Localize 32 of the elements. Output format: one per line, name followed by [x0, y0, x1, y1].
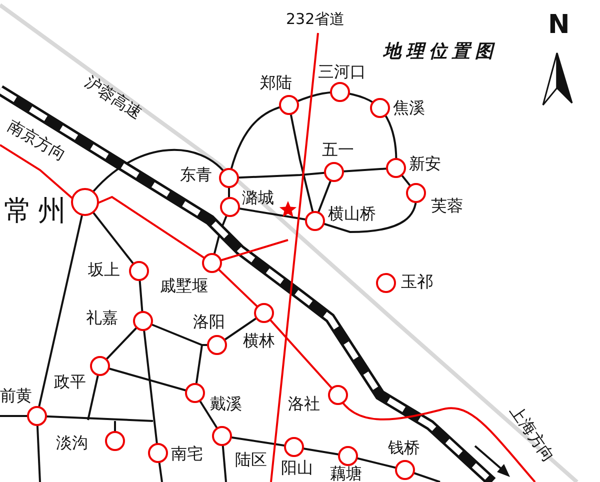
map-title: 地理位置图 [383, 42, 498, 61]
place-label: 洛阳 [193, 312, 225, 331]
place-label: 焦溪 [393, 98, 425, 117]
place-label: 政平 [54, 372, 86, 391]
place-label: 东青 [180, 165, 212, 184]
place-label: 芙蓉 [431, 196, 463, 215]
direction-label: 上海方向 [506, 402, 559, 466]
city-label: 常州 [4, 195, 72, 227]
place-label: 三河口 [318, 62, 366, 81]
road-label: 沪蓉高速 [82, 72, 146, 123]
place-label: 戴溪 [210, 394, 242, 413]
place-label: 横林 [243, 331, 275, 350]
place-label: 阳山 [281, 458, 313, 477]
place-label: 五一 [322, 140, 354, 159]
place-label: 玉祁 [401, 272, 433, 291]
place-label: 坂上 [88, 260, 120, 279]
direction-label: 南京方向 [4, 116, 70, 164]
place-label: 新安 [409, 154, 441, 173]
compass-letter: N [548, 16, 570, 35]
place-label: 钱桥 [388, 438, 420, 457]
road-label: 232省道 [286, 10, 345, 29]
place-label: 藕塘 [330, 464, 362, 482]
place-label: 前黄 [0, 386, 32, 405]
place-label: 南宅 [171, 444, 203, 463]
place-label: 洛社 [288, 394, 320, 413]
place-label: 陆区 [235, 450, 267, 469]
place-label: 郑陆 [260, 73, 292, 92]
place-label: 横山桥 [328, 204, 376, 223]
place-label: 淡沟 [56, 433, 88, 452]
place-label: 戚墅堰 [160, 276, 208, 295]
place-label: 潞城 [242, 188, 274, 207]
place-label: 礼嘉 [86, 308, 118, 327]
